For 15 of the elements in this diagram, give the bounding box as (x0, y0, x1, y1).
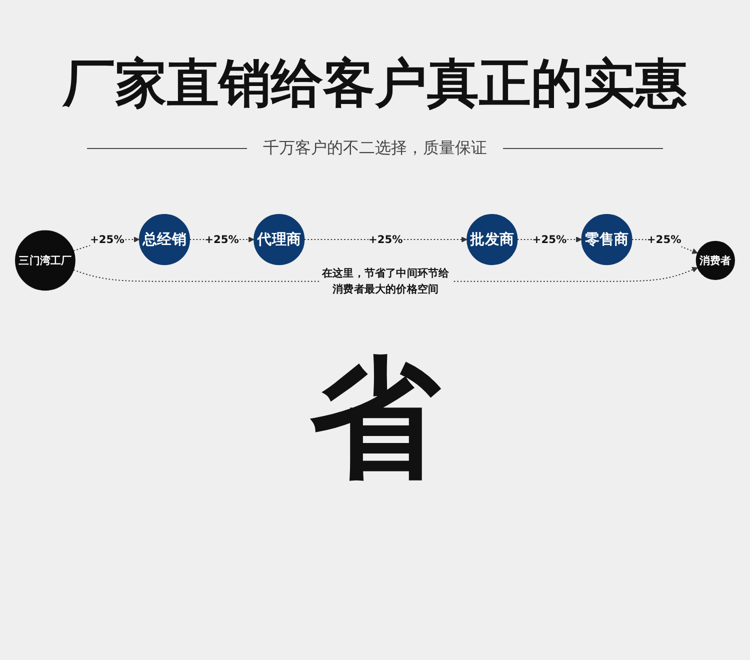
title: 厂家直销给客户真正的实惠 (61, 53, 688, 116)
edge-label: +25% (532, 232, 567, 246)
node-circle: 消费者 (696, 240, 735, 280)
node-circle: 零售商 (581, 214, 632, 266)
edge-label: +25% (646, 232, 682, 246)
edge-label: +25% (368, 232, 403, 246)
node-circle: 三门湾工厂 (15, 230, 76, 291)
node-circle: 代理商 (254, 214, 305, 266)
edge-label: 在这里，节省了中间环节给消费者最大的价格空间 (322, 266, 450, 296)
node-circle: 批发商 (466, 214, 518, 266)
edge-label: +25% (90, 232, 124, 246)
node-circle: 总经销 (138, 214, 190, 266)
headline-character: 省 (309, 342, 442, 493)
subtitle: 千万客户的不二选择，质量保证 (263, 138, 487, 159)
edge-label: +25% (204, 232, 239, 246)
